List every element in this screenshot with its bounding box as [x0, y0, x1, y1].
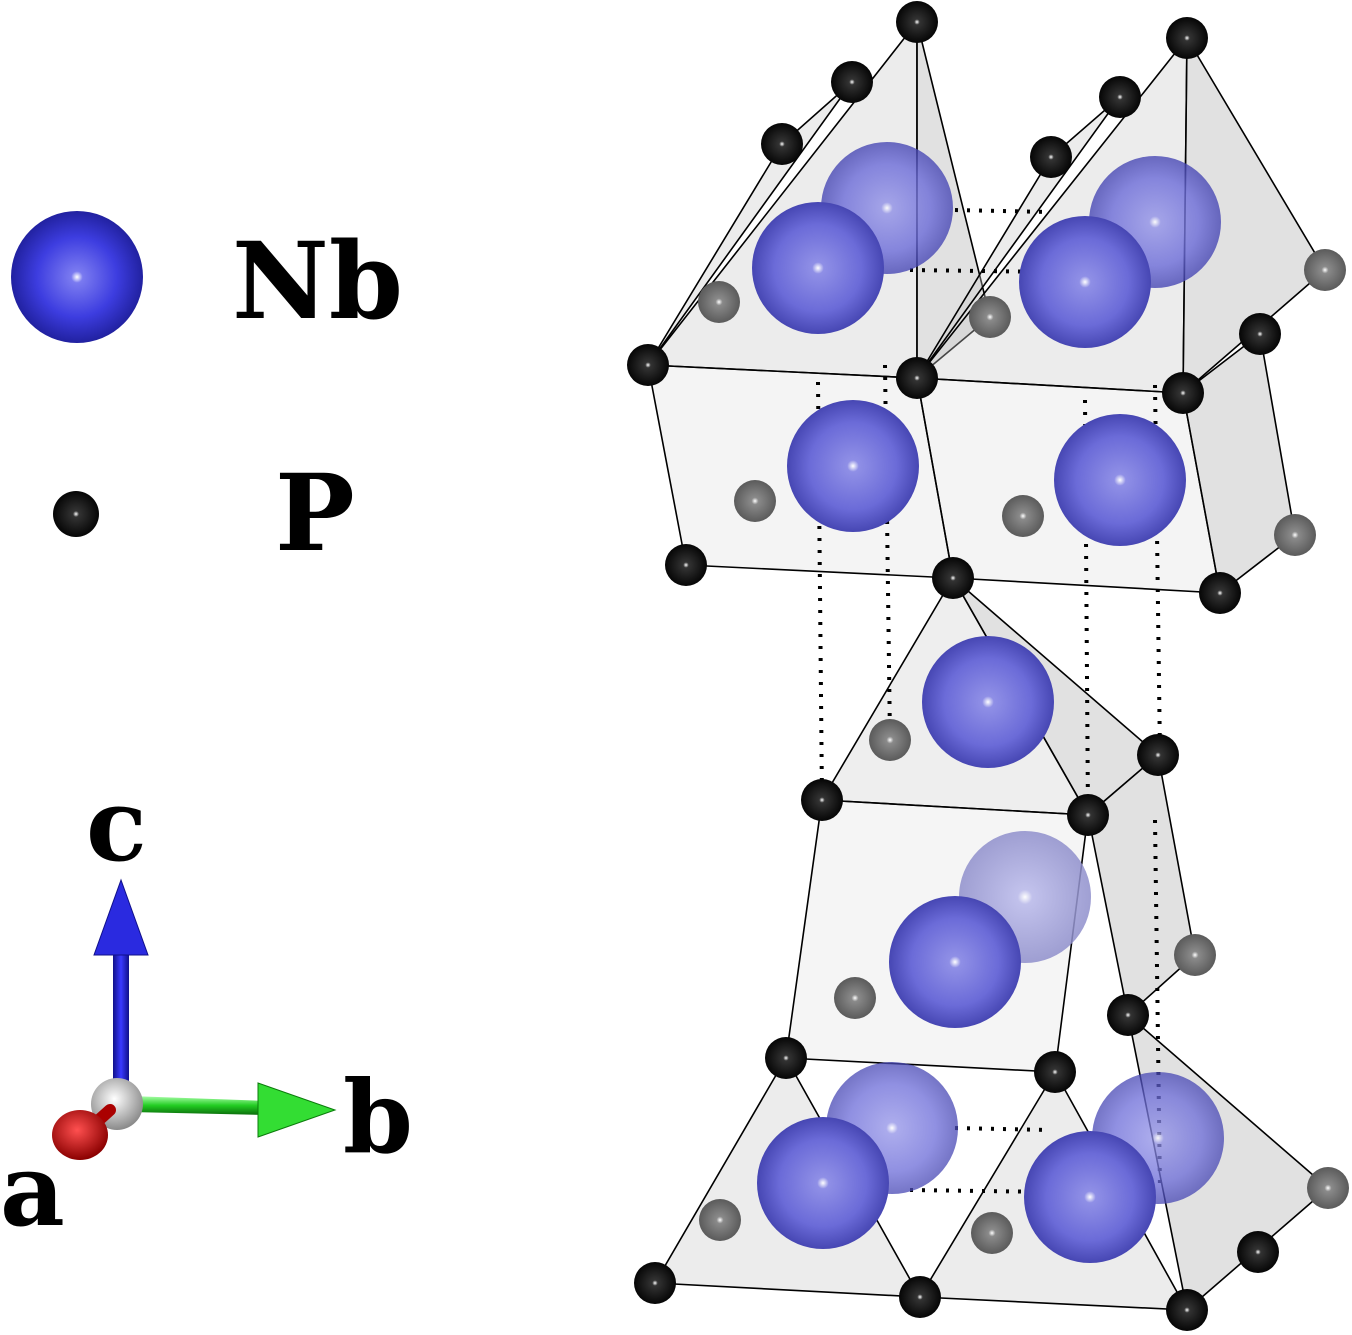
nb-atom	[1019, 216, 1151, 348]
crystal-structure	[627, 1, 1349, 1331]
p-atom	[765, 1037, 807, 1079]
p-atom	[1099, 76, 1141, 118]
c-axis-arrow	[93, 878, 149, 1085]
nb-legend-label: Nb	[232, 218, 403, 343]
nb-atom	[787, 400, 919, 532]
p-atom	[1002, 495, 1044, 537]
p-atom	[1274, 514, 1316, 556]
nb-atoms	[752, 142, 1224, 1263]
legend-item-nb: Nb	[11, 211, 403, 343]
p-legend-label: P	[275, 450, 355, 575]
legend: Nb P	[11, 211, 403, 575]
nb-atom	[1054, 414, 1186, 546]
p-atom	[1107, 994, 1149, 1036]
p-atom	[1307, 1167, 1349, 1209]
p-atom	[801, 779, 843, 821]
p-atom	[896, 357, 938, 399]
p-atom	[1239, 313, 1281, 355]
p-atom	[698, 281, 740, 323]
a-axis-arrow	[52, 1104, 116, 1160]
nb-atom	[757, 1117, 889, 1249]
p-atom	[665, 544, 707, 586]
p-legend-sphere	[53, 491, 99, 537]
p-atom	[896, 1, 938, 43]
p-atom	[1162, 372, 1204, 414]
p-atom	[1030, 136, 1072, 178]
p-atom	[1166, 17, 1208, 59]
p-atom	[932, 557, 974, 599]
p-atom	[831, 61, 873, 103]
p-atom	[734, 480, 776, 522]
axes-indicator: c b a	[0, 766, 413, 1249]
p-atom	[1174, 934, 1216, 976]
nb-atom	[889, 896, 1021, 1028]
nb-atom	[922, 636, 1054, 768]
p-atoms-back	[698, 249, 1349, 1254]
p-atoms-front	[627, 1, 1281, 1331]
p-atom	[761, 123, 803, 165]
nb-atom	[1024, 1131, 1156, 1263]
c-axis-label: c	[86, 766, 147, 884]
nb-legend-sphere	[11, 211, 143, 343]
p-atom	[699, 1199, 741, 1241]
p-atom	[1304, 249, 1346, 291]
p-atom	[1137, 734, 1179, 776]
p-atom	[834, 977, 876, 1019]
p-atom	[971, 1212, 1013, 1254]
b-axis-arrow	[130, 1082, 337, 1138]
a-axis-label: a	[0, 1131, 65, 1249]
p-atom	[969, 296, 1011, 338]
p-atom	[1067, 794, 1109, 836]
p-atom	[1199, 572, 1241, 614]
p-atom	[634, 1262, 676, 1304]
p-atom	[1237, 1231, 1279, 1273]
b-axis-label: b	[343, 1058, 413, 1176]
p-atom	[1034, 1051, 1076, 1093]
p-atom	[869, 719, 911, 761]
nb-atom	[752, 202, 884, 334]
p-atom	[627, 344, 669, 386]
p-atom	[1166, 1289, 1208, 1331]
legend-item-p: P	[53, 450, 355, 575]
p-atom	[899, 1276, 941, 1318]
